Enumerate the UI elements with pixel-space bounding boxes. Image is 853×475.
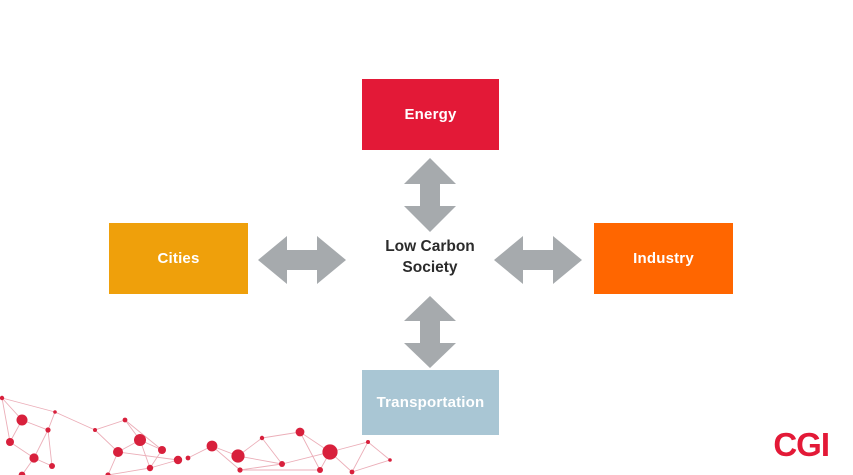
node-label-cities: Cities bbox=[157, 250, 200, 267]
cgi-logo: CGI bbox=[773, 426, 830, 463]
double-arrow-horizontal-left-icon bbox=[258, 236, 346, 284]
double-arrow-horizontal-right-icon bbox=[494, 236, 582, 284]
node-label-industry: Industry bbox=[633, 250, 694, 267]
node-box-energy[interactable]: Energy bbox=[362, 79, 499, 150]
node-label-transportation: Transportation bbox=[376, 394, 485, 411]
center-label-line-1: Low Carbon bbox=[385, 238, 475, 256]
double-arrow-vertical-down-icon bbox=[404, 296, 456, 368]
double-arrow-vertical-up-icon bbox=[404, 158, 456, 232]
node-box-cities[interactable]: Cities bbox=[109, 223, 248, 294]
node-box-transportation[interactable]: Transportation bbox=[362, 370, 499, 435]
node-label-energy: Energy bbox=[404, 106, 457, 123]
node-box-industry[interactable]: Industry bbox=[594, 223, 733, 294]
center-label-low-carbon-society: Low Carbon Society bbox=[344, 232, 516, 284]
center-label-line-2: Society bbox=[402, 259, 458, 276]
